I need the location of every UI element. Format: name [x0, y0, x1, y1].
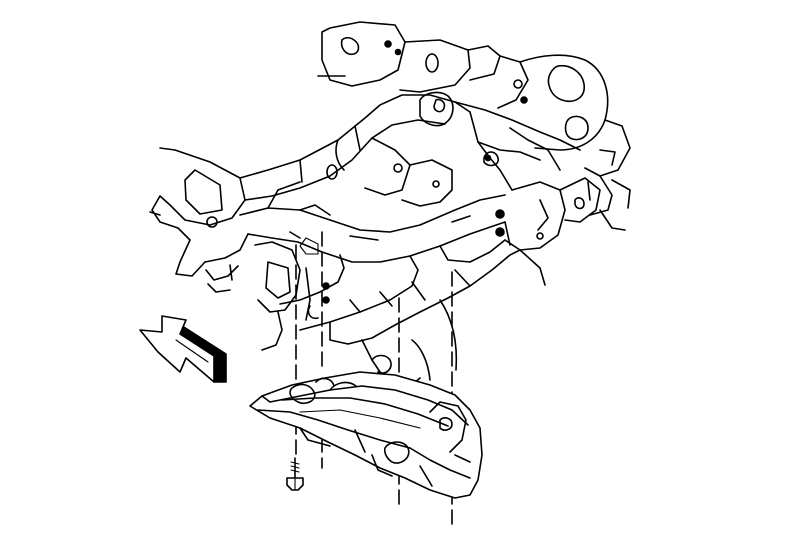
mounting-bolt	[286, 457, 304, 491]
front-frame-crossmember	[149, 21, 631, 386]
skid-plate	[249, 371, 483, 499]
direction-arrow-icon	[139, 315, 227, 383]
